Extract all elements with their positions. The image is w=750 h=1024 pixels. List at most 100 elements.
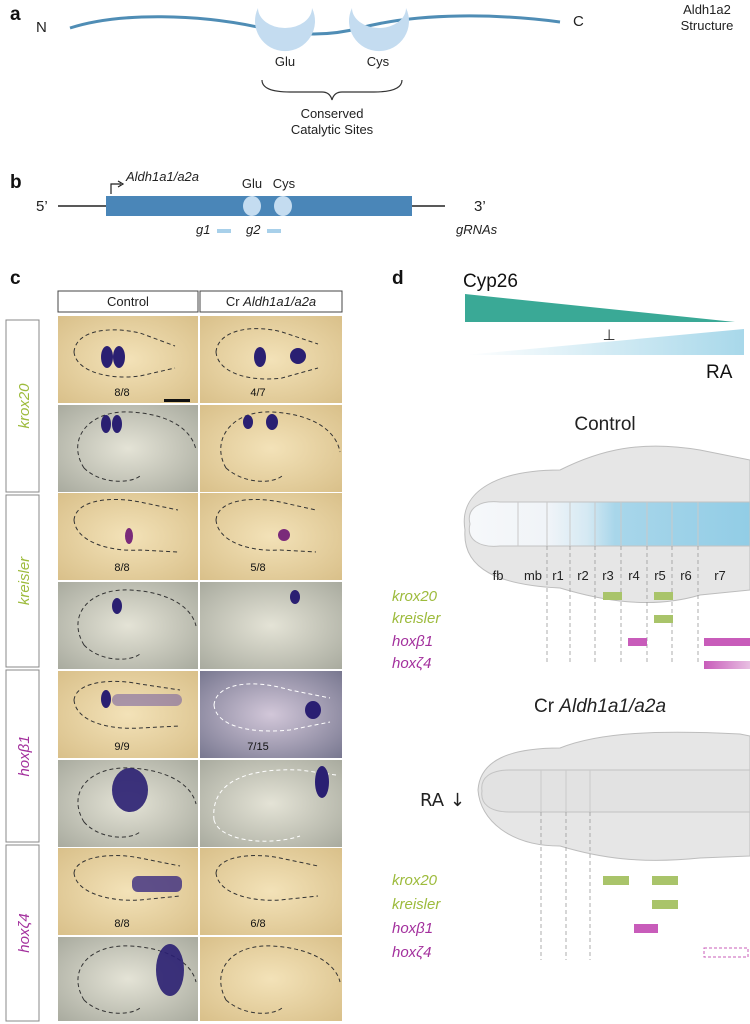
cr-bar-krox20-r3: [603, 876, 629, 885]
count-kreisler-cr: 5/8: [250, 562, 265, 574]
cr-segment-boundaries: [540, 770, 591, 812]
inhibition-symbol: ⊥: [602, 326, 615, 344]
ra-label: RA: [706, 362, 733, 383]
count-hoxb1-control: 9/9: [114, 741, 129, 753]
control-neural-tube: [468, 501, 750, 547]
panel-d: d Cyp26 ⊥ RA Control fb mb r1 r2 r3 r4 r…: [392, 268, 750, 961]
row-label-box-hoxz4: [5, 844, 40, 1022]
embryo-outlines: [73, 328, 319, 901]
count-hoxz4-cr: 6/8: [250, 918, 265, 930]
row-label-hoxb1: hoxβ1: [16, 735, 33, 776]
stain-kreisler-control-lat: [112, 598, 122, 614]
panel-c-letter: c: [10, 268, 21, 289]
ra-gradient-wedge: [465, 329, 744, 355]
panel-c: c Control Cr Aldh1a1/a2a krox20 kreisler…: [5, 268, 343, 1022]
stain-hoxb1-cr-r4: [305, 701, 321, 719]
control-gene-label-hoxb1: hoxβ1: [392, 633, 433, 650]
stain-hoxb1-control-trunk: [112, 694, 182, 706]
grnas-label: gRNAs: [456, 222, 498, 237]
image-hoxb1-cr-dorsal: [200, 671, 342, 758]
brace-label-line1: Conserved: [301, 106, 364, 121]
stain-kreisler-control: [125, 528, 133, 544]
n-terminus-label: N: [36, 19, 47, 36]
image-hoxz4-cr-dorsal: [200, 848, 342, 935]
image-kreisler-cr-dorsal: [200, 493, 342, 580]
cys-label: Cys: [367, 54, 390, 69]
g2-label: g2: [246, 222, 261, 237]
structure-title-line2: Structure: [681, 18, 734, 33]
segment-label-r1: r1: [552, 568, 564, 583]
row-label-box-hoxb1: [5, 669, 40, 843]
count-krox20-control: 8/8: [114, 387, 129, 399]
cr-bar-hoxz4-absent: [703, 947, 749, 958]
segment-label-r5: r5: [654, 568, 666, 583]
stain-krox20-cr-lat-r3: [243, 415, 253, 429]
tss-arrowhead: [117, 180, 125, 188]
segment-label-r4: r4: [628, 568, 640, 583]
control-bar-hoxz4-r7: [704, 661, 750, 669]
image-krox20-control-lateral: [58, 405, 198, 492]
protein-backbone: [69, 14, 561, 36]
cr-bar-kreisler-r5: [652, 900, 678, 909]
glu-exon-label: Glu: [242, 176, 262, 191]
five-prime-label: 5’: [36, 198, 48, 215]
cr-gene-label-kreisler: kreisler: [392, 896, 441, 913]
cys-site-shape: [349, 8, 409, 52]
image-hoxz4-cr-lateral: [200, 937, 342, 1021]
control-gene-label-kreisler: kreisler: [392, 610, 441, 627]
three-prime-label: 3’: [474, 198, 486, 215]
stain-hoxb1-control-r4: [101, 690, 111, 708]
panel-a-letter: a: [10, 4, 21, 25]
count-kreisler-control: 8/8: [114, 562, 129, 574]
stain-kreisler-cr: [278, 529, 290, 541]
control-gene-label-krox20: krox20: [392, 588, 438, 605]
cr-gene-label-krox20: krox20: [392, 872, 438, 889]
glu-site-shape: [255, 8, 315, 52]
control-dashed-guides: [546, 546, 699, 662]
c-terminus-label: C: [573, 13, 584, 30]
control-bar-hoxb1-r7: [704, 638, 750, 646]
stain-kreisler-cr-lat: [290, 590, 300, 604]
g1-marker: [217, 229, 231, 233]
image-kreisler-control-lateral: [58, 582, 198, 669]
scale-bar: [164, 399, 190, 402]
cr-gene-label-hoxb1: hoxβ1: [392, 920, 433, 937]
row-label-krox20: krox20: [16, 383, 33, 429]
cr-bar-krox20-r5: [652, 876, 678, 885]
segment-label-fb: fb: [493, 568, 504, 583]
stain-marks: [101, 346, 329, 996]
row-label-hoxz4: hoxζ4: [16, 913, 33, 952]
cr-column-header: [199, 290, 343, 313]
control-column-label: Control: [107, 294, 149, 309]
stain-krox20-control-lat-r3: [101, 415, 111, 433]
count-hoxz4-control: 8/8: [114, 918, 129, 930]
lateral-outlines: [77, 411, 341, 1014]
tss-arrow: [110, 183, 121, 194]
panel-b-letter: b: [10, 172, 22, 193]
cr-dashed-guides: [540, 812, 591, 960]
control-segment-boundaries: [517, 502, 699, 546]
stain-krox20-control-r3: [101, 346, 113, 368]
panel-b: b 5’ Aldh1a1/a2a Glu Cys 3’ g1 g2 gRNAs: [10, 169, 498, 237]
brace-label-line2: Catalytic Sites: [291, 122, 374, 137]
catalytic-brace: [261, 79, 403, 101]
stain-hoxz4-control: [132, 876, 182, 892]
count-hoxb1-cr: 7/15: [247, 741, 268, 753]
ra-down-label: RA ↓: [420, 790, 465, 811]
control-bar-hoxb1-r4: [628, 638, 647, 646]
segment-label-r6: r6: [680, 568, 692, 583]
image-krox20-cr-dorsal: [200, 316, 342, 403]
control-segment-labels: fb mb r1 r2 r3 r4 r5 r6 r7: [493, 568, 726, 583]
control-column-header: [57, 290, 199, 313]
row-label-box-krox20: [5, 319, 40, 493]
glu-label: Glu: [275, 54, 295, 69]
row-label-kreisler: kreisler: [16, 556, 33, 605]
stain-krox20-control-lat-r5: [112, 415, 122, 433]
structure-title-line1: Aldh1a2: [683, 2, 731, 17]
count-krox20-cr: 4/7: [250, 387, 265, 399]
cr-bar-hoxb1-r4: [634, 924, 658, 933]
cys-exon-label: Cys: [273, 176, 296, 191]
control-bar-krox20-r5: [654, 592, 673, 600]
stain-krox20-cr-lat-r5: [266, 414, 278, 430]
row-label-box-kreisler: [5, 494, 40, 668]
